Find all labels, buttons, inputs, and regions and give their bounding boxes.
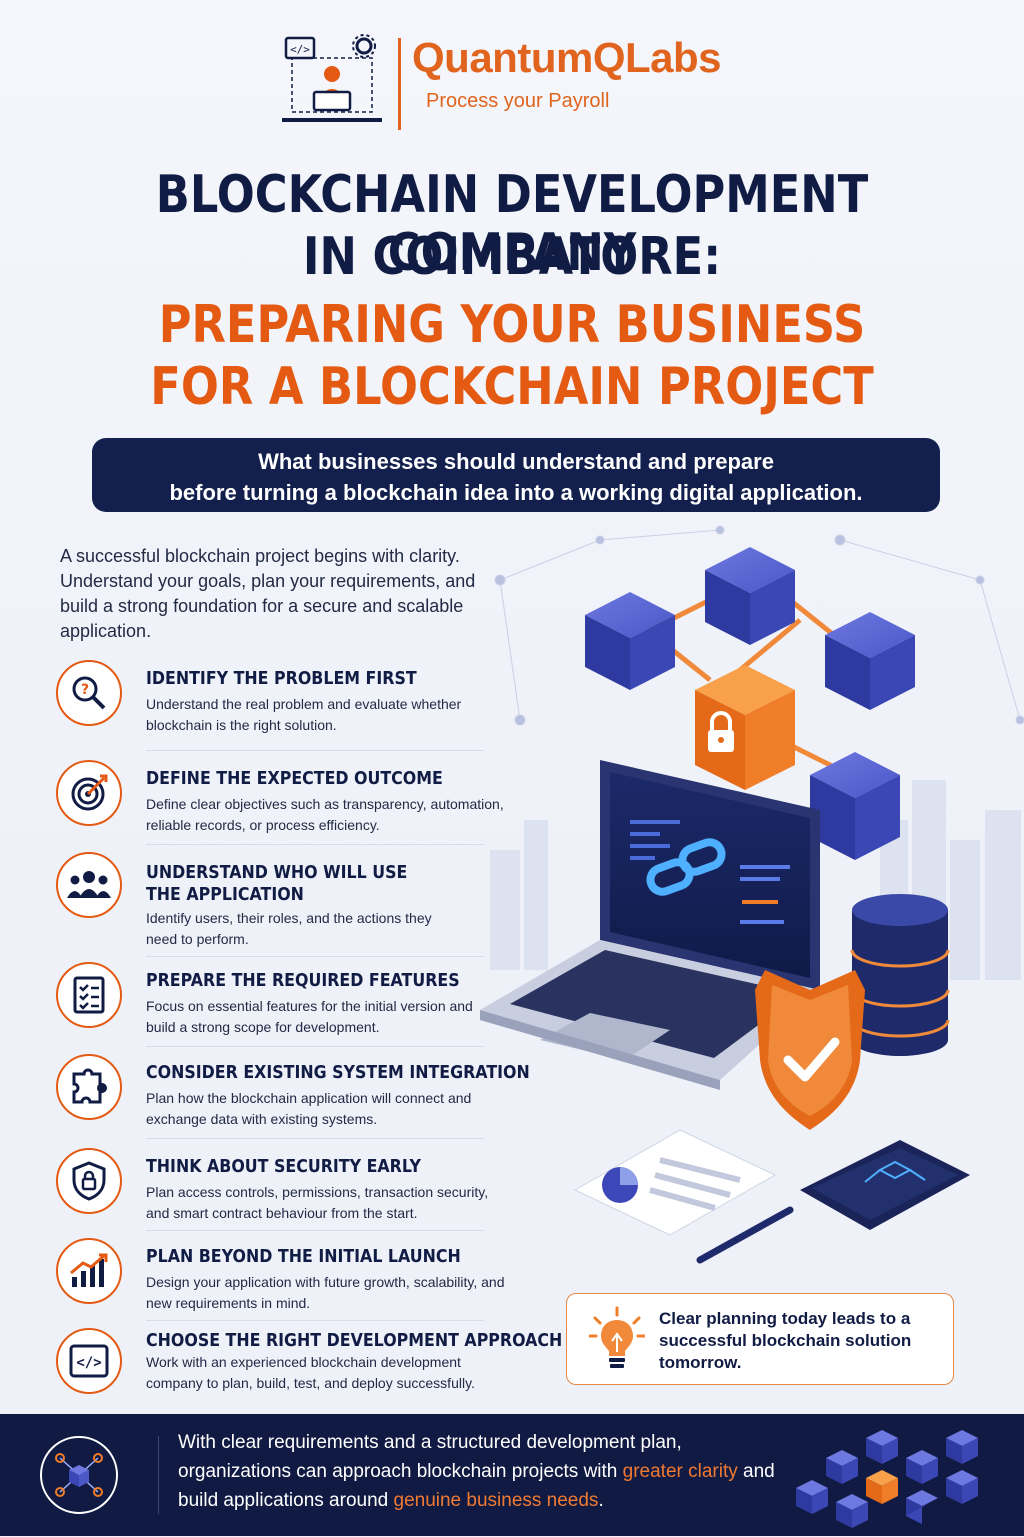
step-desc: Focus on essential features for the init…	[146, 998, 473, 1035]
checklist-icon	[56, 962, 122, 1028]
tip-box: Clear planning today leads to a successf…	[566, 1293, 954, 1385]
search-question-icon: ?	[56, 660, 122, 726]
step-title: THINK ABOUT SECURITY EARLY	[146, 1156, 421, 1177]
blockchain-cubes	[585, 547, 915, 860]
step-title: PREPARE THE REQUIRED FEATURES	[146, 970, 460, 991]
subtitle-banner: What businesses should understand and pr…	[92, 438, 940, 512]
step-desc: Work with an experienced blockchain deve…	[146, 1354, 475, 1391]
step-desc: Define clear objectives such as transpar…	[146, 796, 504, 833]
title-line-3: PREPARING YOUR BUSINESS	[158, 295, 866, 355]
brand-name: QuantumQLabs	[412, 34, 722, 81]
brand-divider	[398, 38, 401, 130]
step-title-2: THE APPLICATION	[146, 884, 304, 905]
step-title: UNDERSTAND WHO WILL USE	[146, 862, 408, 883]
banner-line-1: What businesses should understand and pr…	[258, 449, 774, 474]
footer-divider	[158, 1436, 159, 1514]
divider	[146, 1138, 484, 1139]
document-report	[573, 1129, 794, 1264]
footer-text-c: .	[598, 1490, 604, 1511]
tip-text: Clear planning today leads to a successf…	[659, 1309, 912, 1372]
lightbulb-icon	[588, 1306, 646, 1377]
step-desc: Identify users, their roles, and the act…	[146, 910, 432, 947]
svg-text:</>: </>	[290, 43, 310, 56]
footer-highlight-needs: genuine business needs	[393, 1490, 599, 1511]
title-line-4: FOR A BLOCKCHAIN PROJECT	[150, 357, 874, 417]
footer-text-a: With clear requirements and a structured…	[178, 1432, 682, 1482]
users-icon	[56, 852, 122, 918]
database	[850, 894, 950, 1056]
shield-check	[755, 970, 865, 1130]
divider	[146, 750, 484, 751]
smartphone	[800, 1140, 970, 1230]
blockchain-illustration	[480, 520, 1024, 1300]
step-desc: Plan how the blockchain application will…	[146, 1090, 472, 1127]
footer-highlight-clarity: greater clarity	[622, 1461, 738, 1482]
target-icon	[56, 760, 122, 826]
footer: With clear requirements and a structured…	[0, 1414, 1024, 1536]
step-desc: Design your application with future grow…	[146, 1274, 505, 1311]
svg-text:</>: </>	[76, 1355, 101, 1371]
intro-text: A successful blockchain project begins w…	[60, 546, 476, 641]
step-desc: Plan access controls, permissions, trans…	[146, 1184, 489, 1221]
svg-text:?: ?	[81, 682, 89, 698]
divider	[146, 1230, 484, 1231]
title-line-2: IN COIMBATORE:	[302, 227, 722, 287]
divider	[146, 956, 484, 957]
footer-text: With clear requirements and a structured…	[178, 1428, 788, 1515]
divider	[146, 844, 484, 845]
footer-text-b: and build applications around	[178, 1461, 775, 1511]
step-desc: Understand the real problem and evaluate…	[146, 696, 462, 733]
growth-chart-icon	[56, 1238, 122, 1304]
banner-line-2: before turning a blockchain idea into a …	[169, 480, 863, 505]
divider	[146, 1046, 484, 1047]
blockchain-network-icon	[38, 1434, 120, 1521]
step-title: CONSIDER EXISTING SYSTEM INTEGRATION	[146, 1062, 530, 1083]
divider	[146, 1320, 484, 1321]
puzzle-icon	[56, 1054, 122, 1120]
logo-emblem: </>	[282, 32, 382, 130]
brand: QuantumQLabs Process your Payroll	[398, 30, 758, 113]
step-title: CHOOSE THE RIGHT DEVELOPMENT APPROACH	[146, 1330, 563, 1351]
brand-tagline: Process your Payroll	[426, 90, 610, 112]
step-title: DEFINE THE EXPECTED OUTCOME	[146, 768, 443, 789]
cube-cluster-graphic	[796, 1420, 1006, 1537]
shield-lock-icon	[56, 1148, 122, 1214]
code-icon: </>	[56, 1328, 122, 1394]
step-title: PLAN BEYOND THE INITIAL LAUNCH	[146, 1246, 461, 1267]
laptop	[480, 760, 820, 1090]
title-line-1: BLOCKCHAIN DEVELOPMENT COMPANY	[155, 165, 869, 283]
step-title: IDENTIFY THE PROBLEM FIRST	[146, 668, 417, 689]
